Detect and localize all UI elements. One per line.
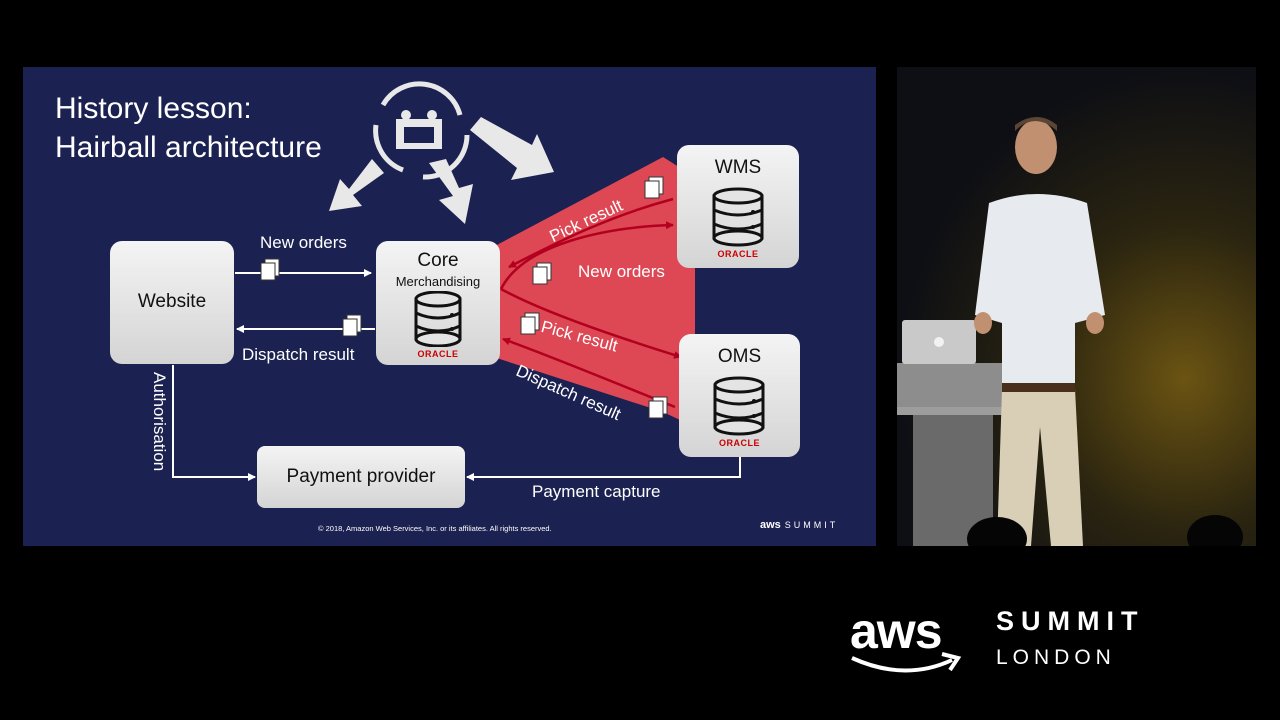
document-stack-icon	[260, 176, 668, 419]
edge-label-new-orders: New orders	[260, 233, 347, 252]
edge-label-authorisation: Authorisation	[150, 372, 169, 472]
payment-provider-label: Payment provider	[286, 466, 436, 487]
highlight-fan	[478, 157, 695, 427]
people-cycle-icon	[373, 81, 470, 180]
database-icon	[712, 187, 764, 247]
aws-summit-london-logo: aws SUMMIT LONDON	[850, 602, 1180, 682]
core-oracle-logo: ORACLE	[417, 349, 459, 359]
database-icon	[414, 291, 462, 347]
edge-pick-result-wms	[508, 197, 674, 269]
slide-title: History lesson: Hairball architecture	[55, 89, 322, 167]
edge-new-orders-wms	[499, 221, 674, 290]
core-node: Core Merchandising ORACLE	[376, 241, 500, 365]
wms-oracle-logo: ORACLE	[717, 249, 759, 259]
payment-provider-node: Payment provider	[257, 446, 465, 508]
edge-payment-capture	[466, 457, 741, 481]
edge-authorisation	[172, 365, 256, 481]
oms-node: OMS ORACLE	[679, 334, 800, 457]
speaker-video	[897, 67, 1256, 546]
presentation-slide: History lesson: Hairball architecture We…	[23, 67, 876, 546]
website-label: Website	[137, 291, 207, 312]
edge-label-dispatch-result: Dispatch result	[242, 345, 355, 364]
wms-label: WMS	[714, 157, 762, 178]
wms-node: WMS ORACLE	[677, 145, 799, 268]
slide-summit-logo: SUMMIT	[784, 520, 839, 530]
summit-wordmark: SUMMIT	[996, 606, 1145, 636]
city-name: LONDON	[996, 646, 1116, 669]
database-icon	[713, 376, 765, 436]
diagram-canvas	[172, 81, 741, 481]
edge-label-new-orders-wms: New orders	[578, 262, 665, 281]
speaker	[974, 117, 1105, 546]
copyright-notice: © 2018, Amazon Web Services, Inc. or its…	[318, 524, 552, 533]
slide-title-line1: History lesson:	[55, 92, 252, 125]
oms-oracle-logo: ORACLE	[719, 438, 760, 448]
core-label: Core	[417, 250, 459, 271]
aws-logo: aws	[850, 603, 943, 659]
edge-label-payment-capture: Payment capture	[532, 482, 661, 501]
core-sublabel: Merchandising	[395, 274, 481, 289]
edge-pick-result-oms	[500, 287, 682, 359]
slide-aws-logo: aws	[760, 519, 781, 531]
aws-smile-icon	[851, 652, 962, 673]
website-node: Website	[110, 241, 234, 364]
oms-label: OMS	[717, 346, 762, 367]
speaker-scene	[897, 117, 1243, 546]
slide-title-line2: Hairball architecture	[55, 131, 322, 164]
